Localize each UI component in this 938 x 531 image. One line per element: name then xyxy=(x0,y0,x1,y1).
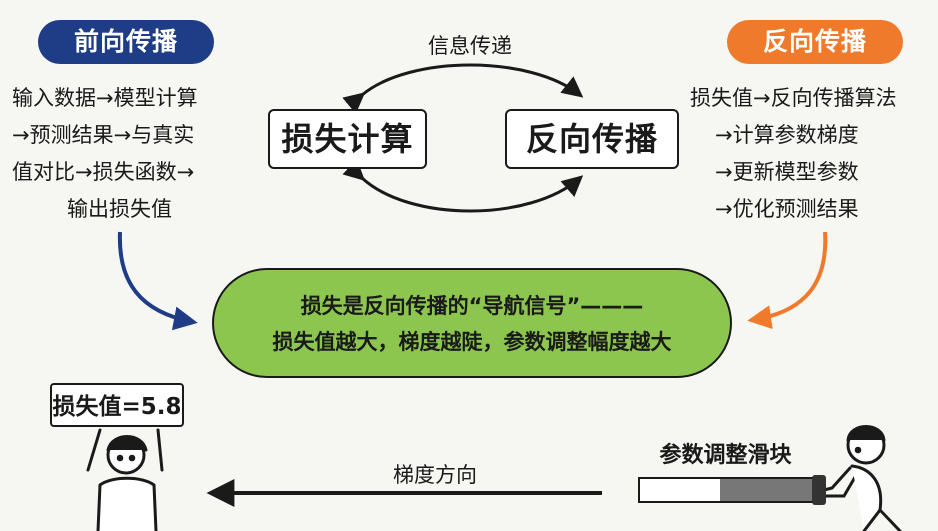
forward-to-center-arrow xyxy=(117,231,198,331)
forward-propagation-title: 前向传播 xyxy=(38,20,214,64)
forward-description: 输入数据→模型计算 →预测结果→与真实 值对比→损失函数→ 输出损失值 xyxy=(12,80,242,228)
cycle-arrow-top xyxy=(342,63,584,114)
backward-line-3: →更新模型参数 xyxy=(715,160,859,184)
person-holding-sign-icon xyxy=(86,428,164,531)
loss-value-sign: 损失值=5.8 xyxy=(50,383,184,427)
forward-line-1: 输入数据→模型计算 xyxy=(12,86,198,110)
forward-line-2: →预测结果→与真实 xyxy=(12,123,195,147)
slider-fill xyxy=(720,479,818,501)
param-adjust-slider xyxy=(638,475,826,505)
center-line-1: 损失是反向传播的“导航信号”——— xyxy=(300,294,644,318)
loss-calc-box: 损失计算 xyxy=(268,109,427,169)
backward-line-1: 损失值→反向传播算法 xyxy=(690,86,897,110)
cycle-arrow-bottom xyxy=(342,158,584,213)
center-line-2: 损失值越大，梯度越陡，参数调整幅度越大 xyxy=(272,330,672,354)
backward-description: 损失值→反向传播算法 →计算参数梯度 →更新模型参数 →优化预测结果 xyxy=(690,80,938,228)
forward-line-3: 值对比→损失函数→ xyxy=(12,160,195,184)
backward-to-center-arrow xyxy=(747,231,828,330)
backward-propagation-title: 反向传播 xyxy=(727,20,903,64)
person-pushing-icon xyxy=(822,425,902,531)
info-transfer-label: 信息传递 xyxy=(428,34,512,58)
backward-line-2: →计算参数梯度 xyxy=(715,123,859,147)
slider-label: 参数调整滑块 xyxy=(659,443,792,468)
forward-line-4: 输出损失值 xyxy=(67,197,172,221)
backward-line-4: →优化预测结果 xyxy=(715,197,859,221)
slider-handle xyxy=(812,475,826,505)
center-summary-oval: 损失是反向传播的“导航信号”——— 损失值越大，梯度越陡，参数调整幅度越大 xyxy=(212,268,732,378)
backprop-box: 反向传播 xyxy=(505,109,679,169)
gradient-direction-label: 梯度方向 xyxy=(393,463,477,487)
